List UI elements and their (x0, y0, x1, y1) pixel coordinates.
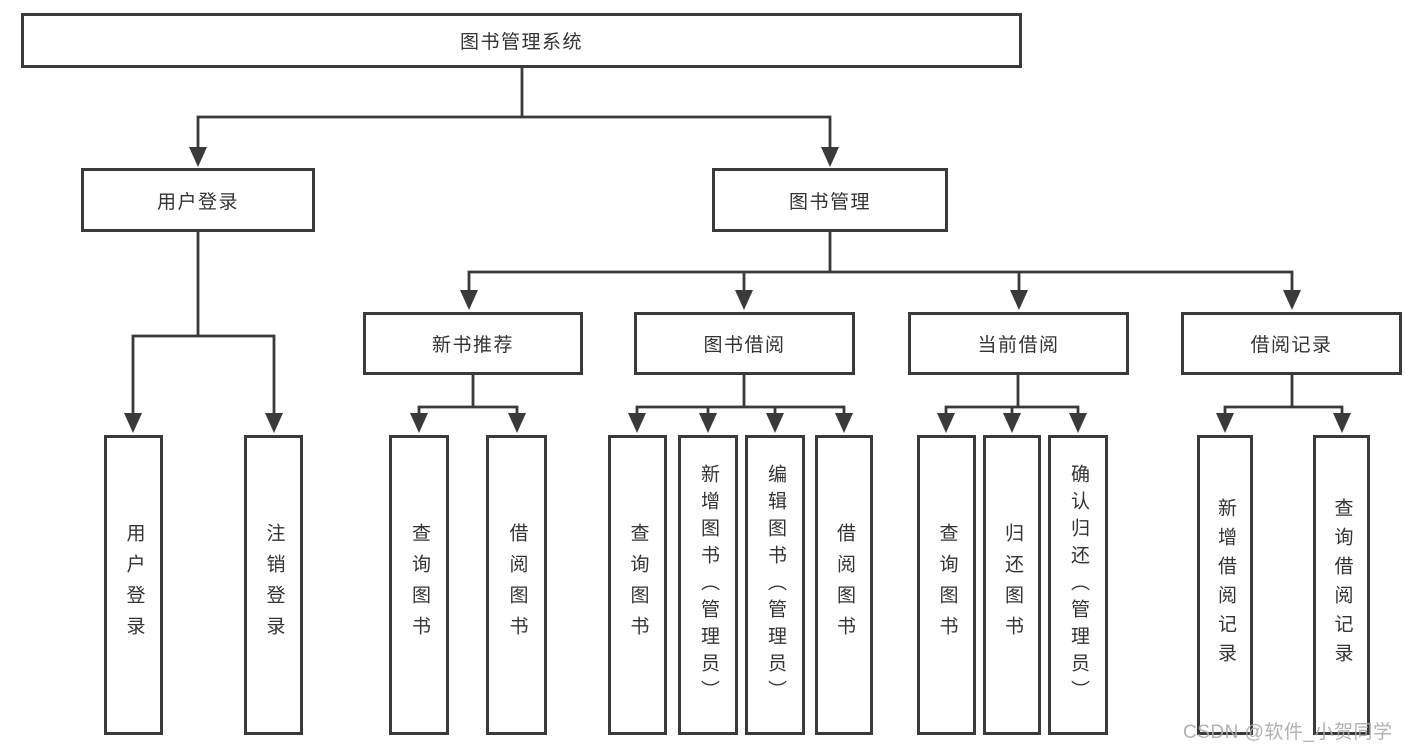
node-label: 注销登录 (263, 523, 285, 647)
node-user-login: 用户登录 (81, 168, 315, 232)
node-label: 新增图书（管理员） (697, 463, 719, 707)
node-label: 借阅图书 (506, 523, 528, 647)
leaf-current-confirm-return-admin: 确认归还（管理员） (1048, 435, 1108, 735)
leaf-logout: 注销登录 (244, 435, 303, 735)
csdn-watermark: CSDN @软件_小贺同学 (1183, 722, 1393, 743)
node-new-book-recommend: 新书推荐 (363, 312, 583, 375)
node-label: 图书管理系统 (459, 32, 583, 53)
leaf-current-return-books: 归还图书 (983, 435, 1041, 735)
node-label: 查询图书 (627, 523, 649, 647)
node-label: 编辑图书（管理员） (764, 463, 786, 707)
node-book-borrow: 图书借阅 (634, 312, 855, 375)
leaf-borrow-edit-books-admin: 编辑图书（管理员） (745, 435, 805, 735)
node-book-management: 图书管理 (712, 168, 948, 232)
node-label: 查询图书 (408, 523, 430, 647)
node-label: 归还图书 (1001, 523, 1023, 647)
leaf-borrow-query-books: 查询图书 (608, 435, 667, 735)
arrowhead-icons (124, 147, 1351, 433)
node-label: 新书推荐 (431, 335, 514, 356)
node-label: 图书管理 (788, 191, 871, 213)
node-label: 查询借阅记录 (1331, 498, 1353, 672)
leaf-borrow-add-books-admin: 新增图书（管理员） (678, 435, 738, 735)
node-label: 确认归还（管理员） (1067, 463, 1089, 707)
node-borrow-records: 借阅记录 (1181, 312, 1402, 375)
node-label: 借阅记录 (1250, 335, 1333, 356)
node-label: 查询图书 (936, 523, 958, 647)
node-current-borrow: 当前借阅 (908, 312, 1129, 375)
leaf-records-add-record: 新增借阅记录 (1197, 435, 1253, 735)
node-root-system: 图书管理系统 (21, 13, 1022, 68)
node-label: 当前借阅 (977, 335, 1060, 356)
leaf-newbook-borrow-books: 借阅图书 (486, 435, 547, 735)
leaf-records-query-record: 查询借阅记录 (1313, 435, 1370, 735)
node-label: 借阅图书 (833, 523, 855, 647)
leaf-current-query-books: 查询图书 (917, 435, 976, 735)
node-label: 用户登录 (123, 523, 145, 647)
node-label: 用户登录 (156, 191, 239, 213)
node-label: 新增借阅记录 (1214, 498, 1236, 672)
leaf-borrow-borrow-books: 借阅图书 (815, 435, 873, 735)
leaf-newbook-query-books: 查询图书 (389, 435, 449, 735)
node-label: 图书借阅 (703, 335, 786, 356)
leaf-user-login: 用户登录 (104, 435, 163, 735)
connector-lines (131, 66, 1344, 418)
